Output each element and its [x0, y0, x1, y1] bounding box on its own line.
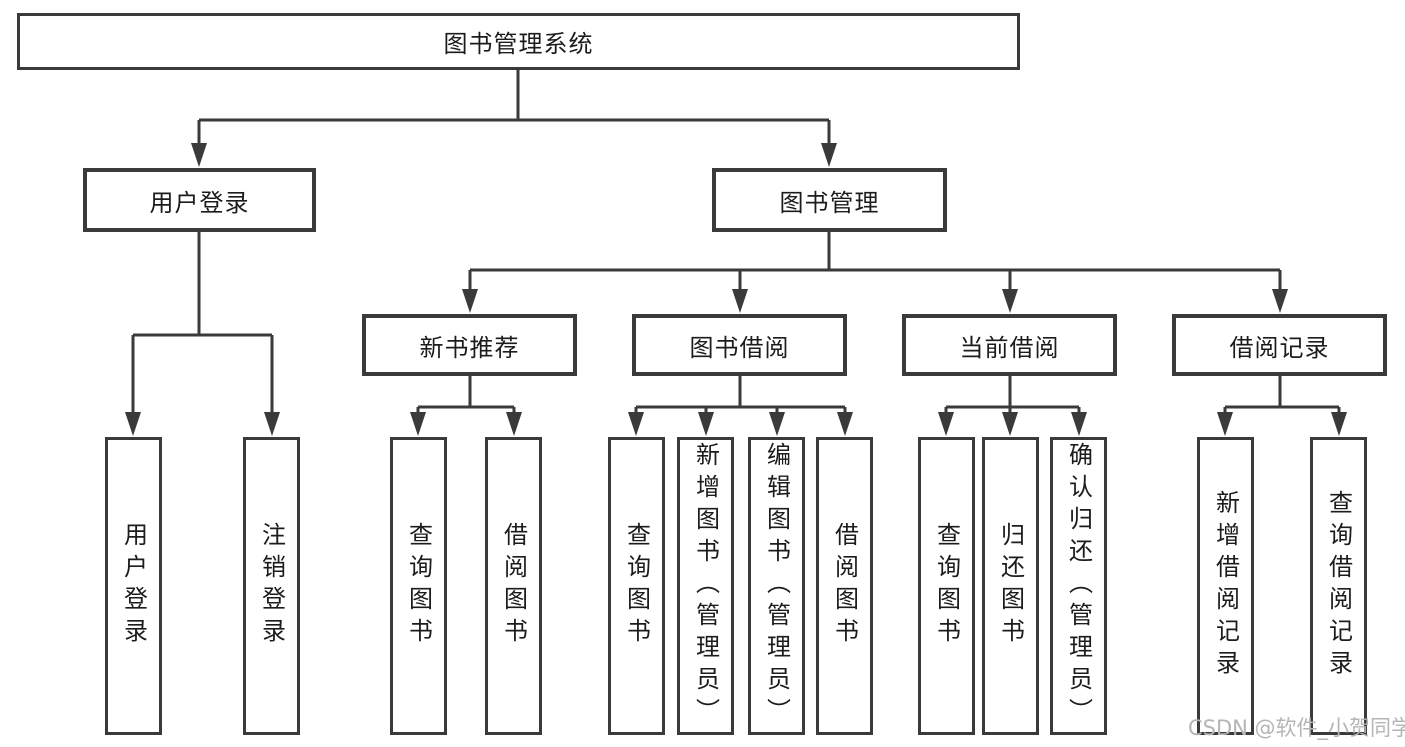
leaf-borrow-books-borrowing-label: 借阅图书	[830, 522, 859, 650]
arrowhead-down-icon	[938, 412, 954, 436]
node-book-management-label: 图书管理	[779, 188, 880, 217]
leaf-edit-book-admin: 编辑图书（管理员）	[748, 437, 805, 735]
node-book-borrowing: 图书借阅	[632, 314, 847, 376]
leaf-add-book-admin-label: 新增图书（管理员）	[691, 442, 720, 730]
leaf-confirm-return-admin: 确认归还（管理员）	[1050, 437, 1107, 735]
leaf-borrow-books-recommend: 借阅图书	[485, 437, 542, 735]
leaf-user-login: 用户登录	[105, 437, 162, 735]
leaf-query-books-borrowing-label: 查询图书	[622, 522, 651, 650]
leaf-logout-login-label: 注销登录	[257, 522, 286, 650]
arrowhead-down-icon	[1331, 412, 1347, 436]
node-book-borrowing-label: 图书借阅	[689, 333, 790, 362]
leaf-query-books-recommend: 查询图书	[390, 437, 447, 735]
arrowhead-down-icon	[1002, 412, 1018, 436]
leaf-borrow-books-recommend-label: 借阅图书	[499, 522, 528, 650]
node-user-login-label: 用户登录	[149, 188, 250, 217]
watermark: CSDN @软件_小贺同学	[1188, 716, 1405, 740]
node-new-book-recommend-label: 新书推荐	[419, 333, 520, 362]
arrowhead-down-icon	[837, 412, 853, 436]
leaf-return-books-label: 归还图书	[996, 522, 1025, 650]
arrowhead-down-icon	[191, 143, 207, 167]
leaf-edit-book-admin-label: 编辑图书（管理员）	[762, 442, 791, 730]
arrowhead-down-icon	[410, 412, 426, 436]
node-new-book-recommend: 新书推荐	[362, 314, 577, 376]
arrowhead-down-icon	[698, 412, 714, 436]
arrowhead-down-icon	[628, 412, 644, 436]
arrowhead-down-icon	[1002, 289, 1018, 313]
node-current-borrowing: 当前借阅	[902, 314, 1117, 376]
leaf-add-borrow-record-label: 新增借阅记录	[1211, 490, 1240, 682]
node-book-management: 图书管理	[712, 168, 947, 232]
leaf-query-books-recommend-label: 查询图书	[404, 522, 433, 650]
arrowhead-down-icon	[769, 412, 785, 436]
leaf-query-books-borrowing: 查询图书	[608, 437, 665, 735]
leaf-query-borrow-record: 查询借阅记录	[1310, 437, 1367, 735]
arrowhead-down-icon	[125, 412, 141, 436]
node-borrowing-records: 借阅记录	[1172, 314, 1387, 376]
arrowhead-down-icon	[264, 412, 280, 436]
arrowhead-down-icon	[506, 412, 522, 436]
leaf-return-books: 归还图书	[982, 437, 1039, 735]
node-library-system-label: 图书管理系统	[443, 30, 594, 58]
arrowhead-down-icon	[1217, 412, 1233, 436]
leaf-query-borrow-record-label: 查询借阅记录	[1324, 490, 1353, 682]
arrowhead-down-icon	[732, 289, 748, 313]
arrowhead-down-icon	[462, 289, 478, 313]
arrowhead-down-icon	[1272, 289, 1288, 313]
node-current-borrowing-label: 当前借阅	[959, 333, 1060, 362]
node-library-system: 图书管理系统	[17, 13, 1020, 70]
leaf-logout-login: 注销登录	[243, 437, 300, 735]
arrowhead-down-icon	[821, 143, 837, 167]
leaf-query-books-current-label: 查询图书	[932, 522, 961, 650]
node-borrowing-records-label: 借阅记录	[1229, 333, 1330, 362]
leaf-add-borrow-record: 新增借阅记录	[1197, 437, 1254, 735]
leaf-query-books-current: 查询图书	[918, 437, 975, 735]
leaf-user-login-label: 用户登录	[119, 522, 148, 650]
node-user-login: 用户登录	[83, 168, 316, 232]
arrowhead-down-icon	[1071, 412, 1087, 436]
leaf-add-book-admin: 新增图书（管理员）	[677, 437, 734, 735]
leaf-confirm-return-admin-label: 确认归还（管理员）	[1064, 442, 1093, 730]
leaf-borrow-books-borrowing: 借阅图书	[816, 437, 873, 735]
